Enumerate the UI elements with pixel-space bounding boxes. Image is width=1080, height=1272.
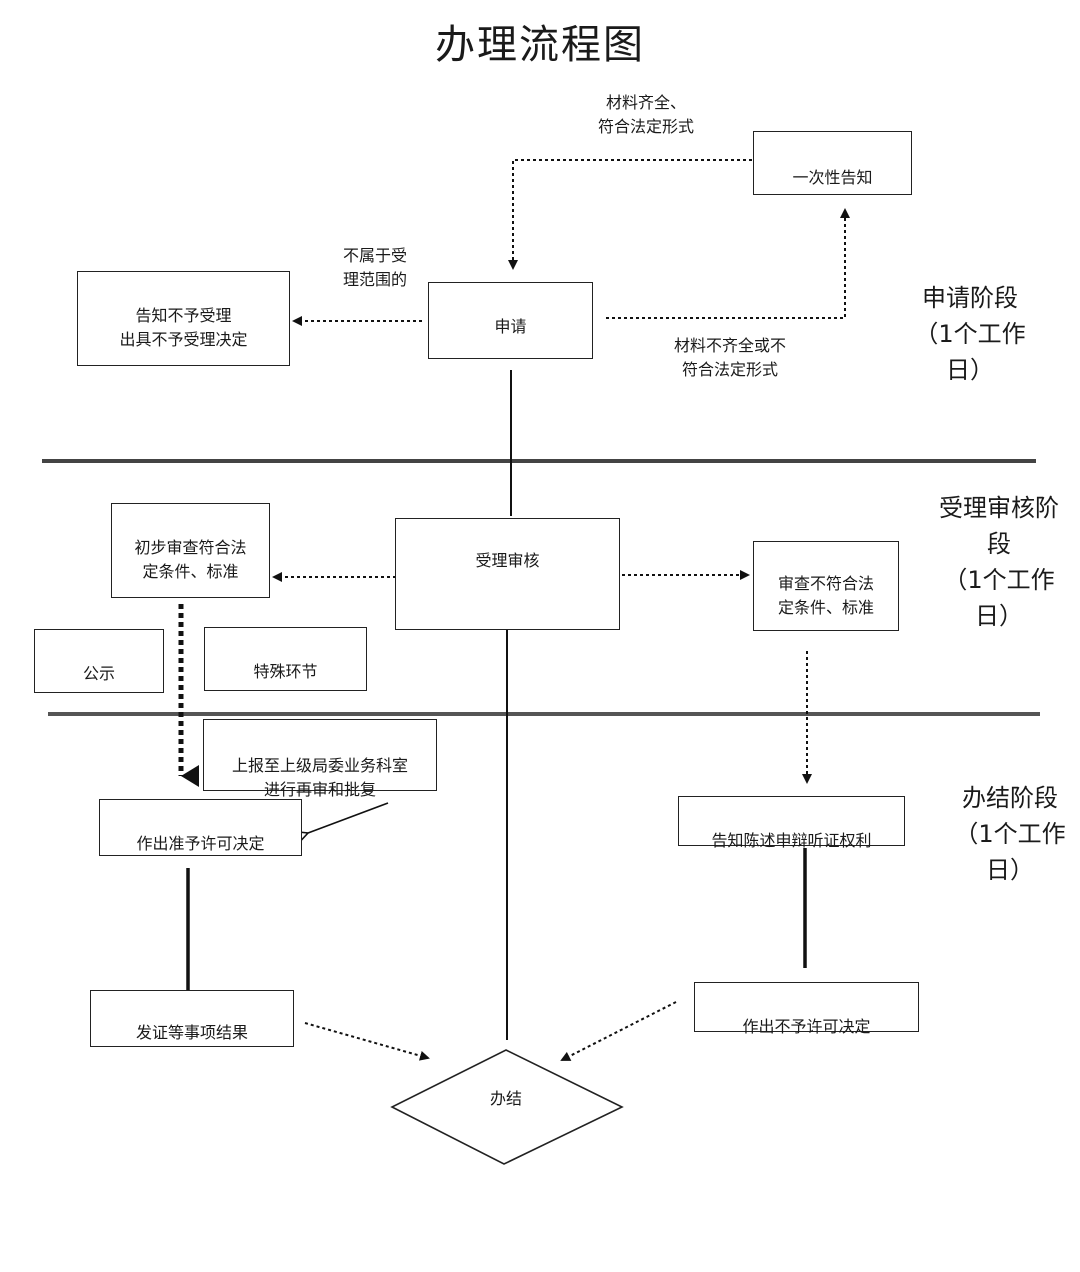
notify-reject-box: 告知不予受理 出具不予受理决定: [77, 271, 290, 366]
publicity-box: 公示: [34, 629, 164, 693]
notify-once-label: 一次性告知: [792, 168, 873, 187]
phase-finish-label: 办结阶段 （1个工作 日）: [954, 784, 1066, 884]
edge-label-incomplete: 材料不齐全或不 符合法定形式: [673, 336, 786, 379]
report-label: 上报至上级局委业务科室 进行再审和批复: [231, 756, 408, 799]
inform-rights-label: 告知陈述申辩听证权利: [711, 831, 872, 850]
done-diamond: [390, 1049, 624, 1165]
review-label: 受理审核: [475, 551, 540, 570]
arrow-report-to-grant: [290, 802, 389, 847]
grant-box: 作出准予许可决定: [99, 799, 302, 856]
prelim-ok-label: 初步审查符合法 定条件、标准: [134, 538, 247, 581]
arrow-incomplete: [606, 208, 850, 319]
edge-label-complete: 材料齐全、 符合法定形式: [597, 93, 694, 136]
deny-box: 作出不予许可决定: [694, 982, 919, 1036]
done-label: 办结: [489, 1089, 522, 1108]
edge-label-out-of-scope: 不属于受 理范围的: [342, 246, 407, 289]
prelim-ok-box: 初步审查符合法 定条件、标准: [111, 503, 270, 598]
apply-box: 申请: [428, 282, 593, 359]
issue-label: 发证等事项结果: [135, 1023, 248, 1042]
apply-label: 申请: [494, 317, 527, 336]
arrow-deny-to-done: [560, 1001, 677, 1061]
phase-apply-label: 申请阶段 （1个工作 日）: [914, 284, 1026, 384]
notify-reject-label: 告知不予受理 出具不予受理决定: [119, 306, 248, 349]
grant-label: 作出准予许可决定: [136, 834, 265, 853]
phase-review-label: 受理审核阶 段 （1个工作 日）: [939, 494, 1059, 630]
special-box: 特殊环节: [204, 627, 367, 691]
issue-box: 发证等事项结果: [90, 990, 294, 1047]
publicity-label: 公示: [82, 664, 115, 683]
notify-once-box: 一次性告知: [753, 131, 912, 195]
arrow-issue-to-done: [304, 1022, 430, 1061]
report-box: 上报至上级局委业务科室 进行再审和批复: [203, 719, 437, 799]
deny-label: 作出不予许可决定: [742, 1017, 871, 1036]
inform-rights-box: 告知陈述申辩听证权利: [678, 796, 905, 850]
review-fail-label: 审查不符合法 定条件、标准: [777, 574, 874, 617]
review-box: 受理审核: [395, 518, 620, 630]
review-fail-box: 审查不符合法 定条件、标准: [753, 541, 899, 631]
page-title: 办理流程图: [435, 22, 645, 68]
arrow-complete: [508, 159, 752, 270]
special-label: 特殊环节: [253, 662, 318, 681]
